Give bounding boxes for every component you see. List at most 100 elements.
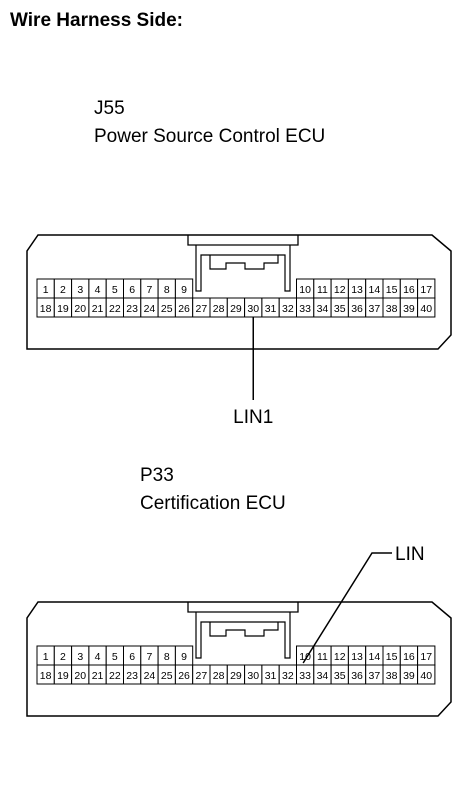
pin-32-label: 32	[282, 303, 294, 315]
pin-24-label: 24	[144, 670, 156, 682]
pin-18-label: 18	[40, 670, 52, 682]
lin1-label: LIN1	[233, 407, 273, 428]
pin-9-label: 9	[181, 651, 187, 663]
pin-22-label: 22	[109, 670, 121, 682]
pin-30-label: 30	[247, 670, 259, 682]
connector-2-code: P33	[140, 465, 174, 486]
pin-6-label: 6	[129, 284, 135, 296]
pin-20-label: 20	[74, 670, 86, 682]
pin-9-label: 9	[181, 284, 187, 296]
pin-1-label: 1	[43, 651, 49, 663]
connector-1-name: Power Source Control ECU	[94, 126, 326, 147]
pin-36-label: 36	[351, 303, 363, 315]
pin-25-label: 25	[161, 303, 173, 315]
page-heading: Wire Harness Side:	[10, 10, 184, 31]
pin-11-label: 11	[317, 651, 328, 663]
latch-frame	[187, 602, 299, 613]
pin-38-label: 38	[386, 670, 398, 682]
connector-2-name: Certification ECU	[140, 493, 286, 514]
pin-13-label: 13	[351, 651, 363, 663]
pin-37-label: 37	[369, 670, 381, 682]
lin-leader-line	[302, 552, 392, 664]
pin-29-label: 29	[230, 670, 242, 682]
pin-11-label: 11	[317, 284, 328, 296]
pin-40-label: 40	[420, 303, 432, 315]
pin-21-label: 21	[92, 303, 104, 315]
latch-channel	[195, 612, 291, 659]
pin-5-label: 5	[112, 284, 118, 296]
pin-12-label: 12	[334, 651, 346, 663]
pin-18-label: 18	[40, 303, 52, 315]
pin-27-label: 27	[196, 670, 208, 682]
pin-22-label: 22	[109, 303, 121, 315]
pin-3-label: 3	[77, 284, 83, 296]
pin-36-label: 36	[351, 670, 363, 682]
latch-tab	[209, 255, 279, 270]
pin-27-label: 27	[196, 303, 208, 315]
pin-38-label: 38	[386, 303, 398, 315]
pin-19-label: 19	[57, 670, 69, 682]
connector-1-code: J55	[94, 98, 125, 119]
pin-34-label: 34	[317, 303, 329, 315]
pin-28-label: 28	[213, 670, 225, 682]
pin-21-label: 21	[92, 670, 104, 682]
pin-35-label: 35	[334, 303, 346, 315]
pin-35-label: 35	[334, 670, 346, 682]
pin-37-label: 37	[369, 303, 381, 315]
pin-32-label: 32	[282, 670, 294, 682]
pin-10-label: 10	[299, 284, 311, 296]
pin-23-label: 23	[126, 670, 138, 682]
pin-31-label: 31	[265, 303, 277, 315]
latch-frame	[187, 235, 299, 246]
pin-4-label: 4	[95, 284, 101, 296]
pin-2-label: 2	[60, 284, 66, 296]
connector-housing	[26, 601, 452, 717]
pin-31-label: 31	[265, 670, 277, 682]
pin-14-label: 14	[369, 651, 381, 663]
pin-cell	[417, 664, 436, 685]
pin-39-label: 39	[403, 303, 415, 315]
pin-8-label: 8	[164, 651, 170, 663]
pin-4-label: 4	[95, 651, 101, 663]
pin-34-label: 34	[317, 670, 329, 682]
pin-23-label: 23	[126, 303, 138, 315]
pin-15-label: 15	[386, 651, 398, 663]
pin-26-label: 26	[178, 303, 190, 315]
pin-39-label: 39	[403, 670, 415, 682]
pin-13-label: 13	[351, 284, 363, 296]
pin-7-label: 7	[147, 284, 153, 296]
pin-1-label: 1	[43, 284, 49, 296]
pin-24-label: 24	[144, 303, 156, 315]
pin-12-label: 12	[334, 284, 346, 296]
connector-housing	[26, 234, 452, 350]
pin-33-label: 33	[299, 303, 311, 315]
latch-tab	[209, 622, 279, 637]
pin-17-label: 17	[420, 284, 432, 296]
pin-5-label: 5	[112, 651, 118, 663]
pin-16-label: 16	[403, 651, 415, 663]
pin-30-label: 30	[247, 303, 259, 315]
pin-29-label: 29	[230, 303, 242, 315]
pin-17-label: 17	[420, 651, 432, 663]
pin-25-label: 25	[161, 670, 173, 682]
pin-6-label: 6	[129, 651, 135, 663]
pin-10-label: 10	[299, 651, 311, 663]
pin-15-label: 15	[386, 284, 398, 296]
pin-20-label: 20	[74, 303, 86, 315]
pin-cell	[417, 297, 436, 318]
pin-26-label: 26	[178, 670, 190, 682]
pin-7-label: 7	[147, 651, 153, 663]
latch-channel	[195, 245, 291, 292]
pin-16-label: 16	[403, 284, 415, 296]
pin-3-label: 3	[77, 651, 83, 663]
pin-28-label: 28	[213, 303, 225, 315]
pin-33-label: 33	[299, 670, 311, 682]
lin-label: LIN	[395, 544, 425, 565]
pin-8-label: 8	[164, 284, 170, 296]
pin-2-label: 2	[60, 651, 66, 663]
pin-40-label: 40	[420, 670, 432, 682]
pin-19-label: 19	[57, 303, 69, 315]
